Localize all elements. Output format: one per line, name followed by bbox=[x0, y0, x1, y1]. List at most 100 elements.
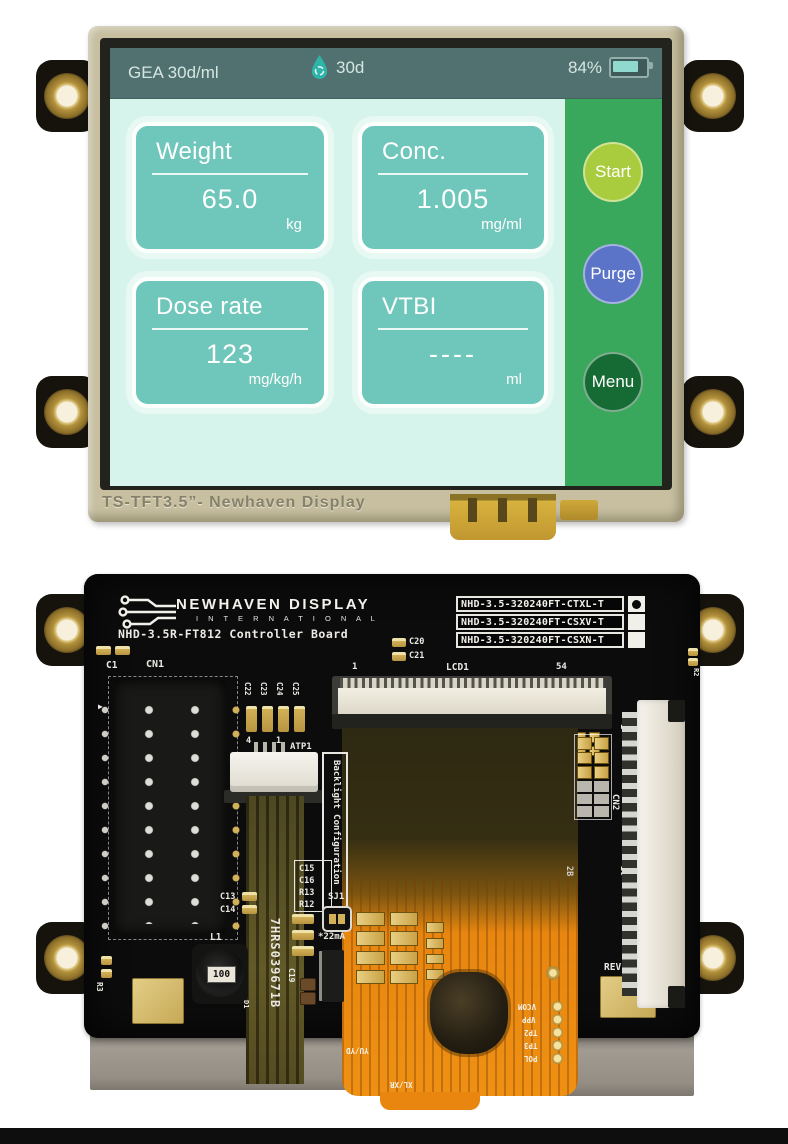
testpad bbox=[552, 1027, 563, 1038]
flex-slot bbox=[468, 498, 477, 522]
part-checkbox bbox=[628, 632, 645, 648]
card-value: 1.005 bbox=[416, 184, 490, 214]
flex-cap-cluster bbox=[426, 922, 444, 980]
mount-ear bbox=[682, 60, 744, 132]
battery-status: 84% bbox=[568, 57, 654, 78]
capacitor bbox=[300, 978, 316, 991]
ref-label: C16 bbox=[299, 876, 315, 886]
lcd1-pin1-label: 1 bbox=[352, 662, 358, 672]
resistor bbox=[389, 969, 418, 984]
ref-label: R12 bbox=[299, 900, 315, 910]
selected-dot bbox=[632, 599, 641, 609]
capacitor bbox=[426, 953, 444, 965]
pad bbox=[577, 793, 592, 805]
card-concentration[interactable]: Conc. 1.005 mg/ml bbox=[358, 122, 548, 253]
pad bbox=[594, 751, 609, 765]
pad bbox=[577, 737, 592, 750]
card-title: VTBI bbox=[382, 293, 437, 320]
pad bbox=[577, 751, 592, 765]
pad bbox=[594, 780, 609, 792]
menu-button[interactable]: Menu bbox=[583, 352, 643, 412]
purge-button[interactable]: Purge bbox=[583, 244, 643, 304]
card-vtbi[interactable]: VTBI ---- ml bbox=[358, 277, 548, 408]
capacitor bbox=[262, 706, 273, 732]
cap-label: C22 bbox=[243, 682, 252, 696]
c21-label: C21 bbox=[409, 651, 425, 661]
flex-resistor-cluster bbox=[356, 912, 418, 984]
touch-trace-label: YU/YD bbox=[346, 1046, 369, 1055]
lcd1-pin54-label: 54 bbox=[556, 662, 567, 672]
start-button[interactable]: Start bbox=[583, 142, 643, 202]
current-marking: *22mA bbox=[318, 932, 346, 942]
atp1-pin bbox=[263, 742, 267, 753]
battery-nub bbox=[649, 62, 654, 69]
cn1-label: CN1 bbox=[146, 659, 165, 670]
c19-label: C19 bbox=[287, 968, 296, 983]
resistor bbox=[356, 912, 385, 927]
part-checkbox bbox=[628, 596, 645, 612]
backlight-ribbon: 7HRS039671B bbox=[246, 796, 304, 1084]
testpad-label: VPP bbox=[522, 1015, 536, 1024]
pad bbox=[577, 780, 592, 792]
testpad-label: TP3 bbox=[524, 1041, 538, 1050]
cn2-connector-body bbox=[637, 700, 685, 1008]
pad bbox=[594, 793, 609, 805]
testpad bbox=[552, 1001, 563, 1012]
sj1-solder-jumper bbox=[322, 906, 352, 932]
capacitor bbox=[300, 992, 316, 1005]
atp1-pin1-label: 1 bbox=[276, 736, 282, 746]
resistor bbox=[292, 946, 314, 956]
newhaven-logo-icon bbox=[118, 595, 176, 629]
part-number: NHD-3.5-320240FT-CSXN-T bbox=[461, 634, 605, 646]
card-dose-rate[interactable]: Dose rate 123 mg/kg/h bbox=[132, 277, 328, 408]
atp1-pin4-label: 4 bbox=[246, 736, 252, 746]
ref-label: C15 bbox=[299, 864, 315, 874]
lcd1-connector-clamp bbox=[332, 714, 612, 729]
status-bar: GEA 30d/ml bbox=[110, 48, 662, 99]
c13-label: C13 bbox=[220, 892, 236, 902]
c20-label: C20 bbox=[409, 637, 425, 647]
cn1-side-pads bbox=[100, 698, 110, 934]
drip-rate: 30d bbox=[336, 58, 365, 77]
mount-ear bbox=[36, 60, 98, 132]
cap-label: C25 bbox=[291, 682, 300, 696]
card-unit: kg bbox=[286, 216, 302, 233]
atp1-pin bbox=[281, 742, 285, 753]
resistor bbox=[356, 969, 385, 984]
part-number: NHD-3.5-320240FT-CSXV-T bbox=[461, 616, 605, 628]
resistor bbox=[389, 931, 418, 946]
transistor bbox=[322, 950, 344, 1002]
lcd1-connector-pins bbox=[340, 678, 604, 688]
cog-driver-ic bbox=[430, 972, 508, 1054]
resistor bbox=[356, 950, 385, 965]
resistor bbox=[292, 930, 314, 940]
resistor bbox=[389, 950, 418, 965]
atp1-connector bbox=[230, 752, 318, 792]
capacitor bbox=[242, 892, 257, 901]
board-name: NHD-3.5R-FT812 Controller Board bbox=[118, 627, 349, 641]
part-number-row: NHD-3.5-320240FT-CSXV-T bbox=[456, 614, 624, 630]
mount-ear bbox=[36, 376, 98, 448]
part-checkbox bbox=[628, 614, 645, 630]
fiducial-dot bbox=[546, 966, 560, 980]
touch-flex-tab bbox=[450, 494, 556, 540]
r3-label: R3 bbox=[95, 982, 104, 992]
mounting-hole bbox=[44, 73, 90, 119]
card-title: Dose rate bbox=[156, 293, 263, 320]
pad bbox=[577, 806, 592, 817]
card-value: ---- bbox=[429, 339, 477, 369]
card-title: Weight bbox=[156, 138, 233, 165]
pad bbox=[577, 766, 592, 779]
card-weight[interactable]: Weight 65.0 kg bbox=[132, 122, 328, 253]
backlight-config-label: Backlight Configuration bbox=[331, 760, 341, 885]
card-value: 65.0 bbox=[201, 184, 259, 214]
capacitor bbox=[115, 646, 130, 655]
flex-slot bbox=[528, 498, 537, 522]
mounting-hole bbox=[690, 73, 736, 119]
cn2-connector-pins bbox=[622, 712, 637, 996]
card-value: 123 bbox=[205, 339, 255, 369]
card-unit: ml bbox=[506, 371, 522, 388]
lcd1-label: LCD1 bbox=[446, 662, 469, 673]
